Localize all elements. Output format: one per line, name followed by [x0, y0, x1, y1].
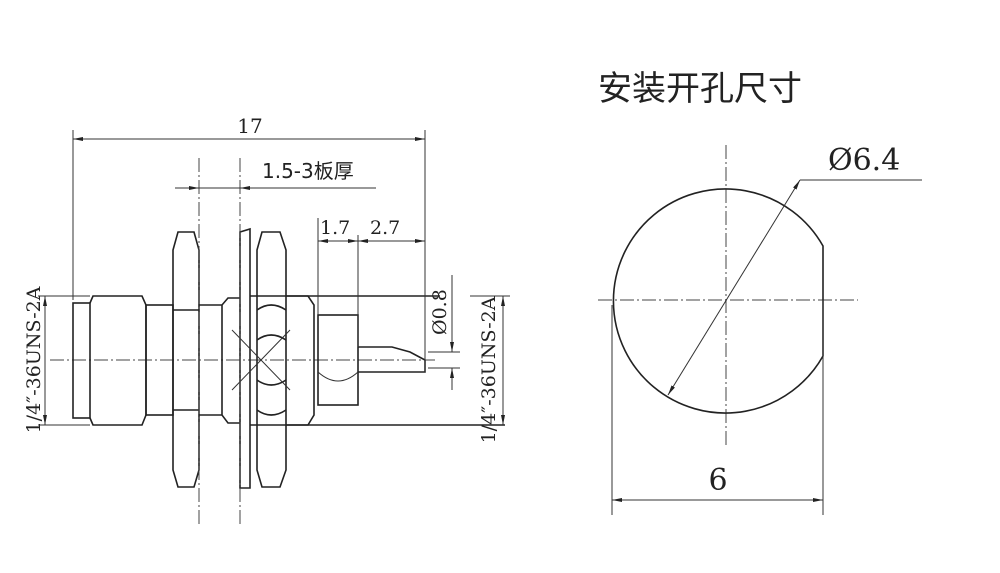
center-pin [358, 346, 426, 373]
panel [239, 227, 251, 489]
panel-cutout-view: 安装开孔尺寸 Ø6.4 6 [598, 69, 922, 515]
thread-spec-right: 1/4″-36UNS-2A [478, 296, 500, 443]
dim-overall-length: 17 [237, 114, 262, 138]
dim-1-7: 1.7 [320, 217, 350, 239]
cutout-outline [612, 188, 824, 414]
dim-pin-diameter: Ø0.8 [429, 289, 451, 335]
dim-flat-width: 6 [708, 463, 727, 498]
hex-nut-left [172, 231, 200, 488]
dim-2-7: 2.7 [370, 217, 400, 239]
hex-nut-right [256, 231, 287, 488]
dim-panel-thickness: 1.5-3板厚 [262, 159, 354, 183]
dim-cutout-diameter: Ø6.4 [828, 143, 900, 178]
connector-side-view: 17 1.5-3板厚 1.7 2.7 Ø0.8 1/4″-36UNS-2A 1/… [23, 114, 510, 525]
thread-spec-left: 1/4″-36UNS-2A [23, 286, 45, 433]
cutout-title: 安装开孔尺寸 [598, 69, 802, 109]
